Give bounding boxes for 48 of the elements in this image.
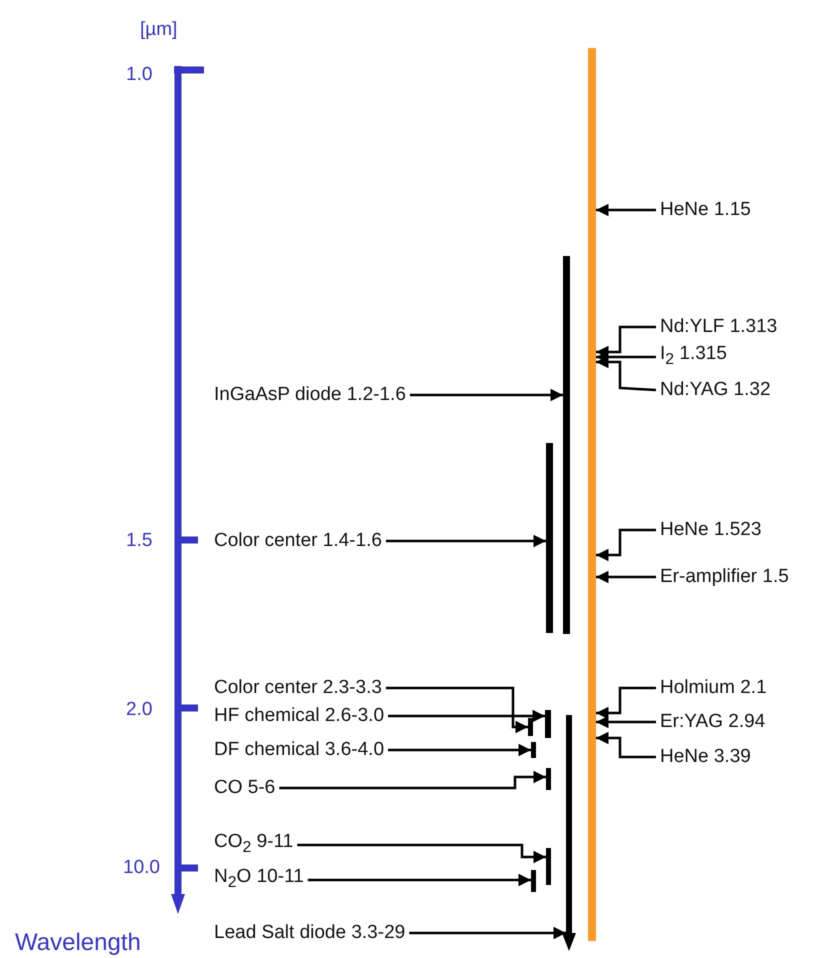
laser-label: CO$_{2}$ 9-11 — [214, 831, 294, 859]
arrow — [596, 732, 656, 758]
range-bar — [546, 768, 551, 790]
arrow — [596, 716, 656, 728]
laser-label: Nd:YLF 1.313 — [660, 316, 778, 338]
axis-title: Wavelength — [15, 929, 141, 957]
laser-label: Lead Salt diode 3.3-29 — [214, 922, 406, 944]
arrow — [386, 686, 528, 734]
arrow — [388, 710, 545, 722]
range-bar — [545, 710, 551, 738]
laser-label: DF chemical 3.6-4.0 — [214, 739, 384, 761]
arrow — [596, 570, 656, 584]
range-bar — [563, 256, 570, 634]
range-bar — [528, 718, 533, 736]
tick-label: 1.0 — [126, 64, 152, 86]
laser-label: HeNe 3.39 — [660, 746, 751, 768]
arrow — [596, 686, 656, 720]
laser-label: Color center 1.4-1.6 — [214, 530, 382, 552]
tick-label: 10.0 — [123, 857, 160, 879]
laser-label: I$_{2}$ 1.315 — [660, 343, 727, 371]
arrow — [596, 528, 656, 562]
unit-label: [µm] — [140, 19, 178, 41]
arrow — [308, 874, 531, 886]
arrow — [388, 744, 531, 756]
laser-label: HeNe 1.15 — [660, 199, 751, 221]
range-bar — [546, 443, 553, 633]
laser-label: InGaAsP diode 1.2-1.6 — [214, 384, 406, 406]
tick-label: 1.5 — [126, 530, 152, 552]
laser-label: Er:YAG 2.94 — [660, 711, 766, 733]
laser-label: Er-amplifier 1.5 — [660, 566, 789, 588]
laser-label: Holmium 2.1 — [660, 677, 767, 699]
laser-label: N$_{2}$O 10-11 — [214, 866, 304, 894]
laser-label: HeNe 1.523 — [660, 519, 762, 541]
arrow — [410, 388, 563, 402]
range-bar — [531, 742, 536, 758]
arrow — [297, 844, 546, 864]
arrow — [409, 926, 566, 940]
laser-label: HF chemical 2.6-3.0 — [214, 705, 384, 727]
range-bar — [531, 870, 536, 892]
arrow — [596, 204, 656, 216]
arrow — [386, 534, 546, 548]
laser-label: Nd:YAG 1.32 — [660, 379, 771, 401]
laser-label: CO 5-6 — [214, 777, 276, 799]
laser-label: Color center 2.3-3.3 — [214, 677, 382, 699]
tick-label: 2.0 — [126, 699, 152, 721]
range-bar — [546, 848, 551, 885]
arrow — [279, 770, 546, 790]
range-bar — [562, 715, 576, 951]
